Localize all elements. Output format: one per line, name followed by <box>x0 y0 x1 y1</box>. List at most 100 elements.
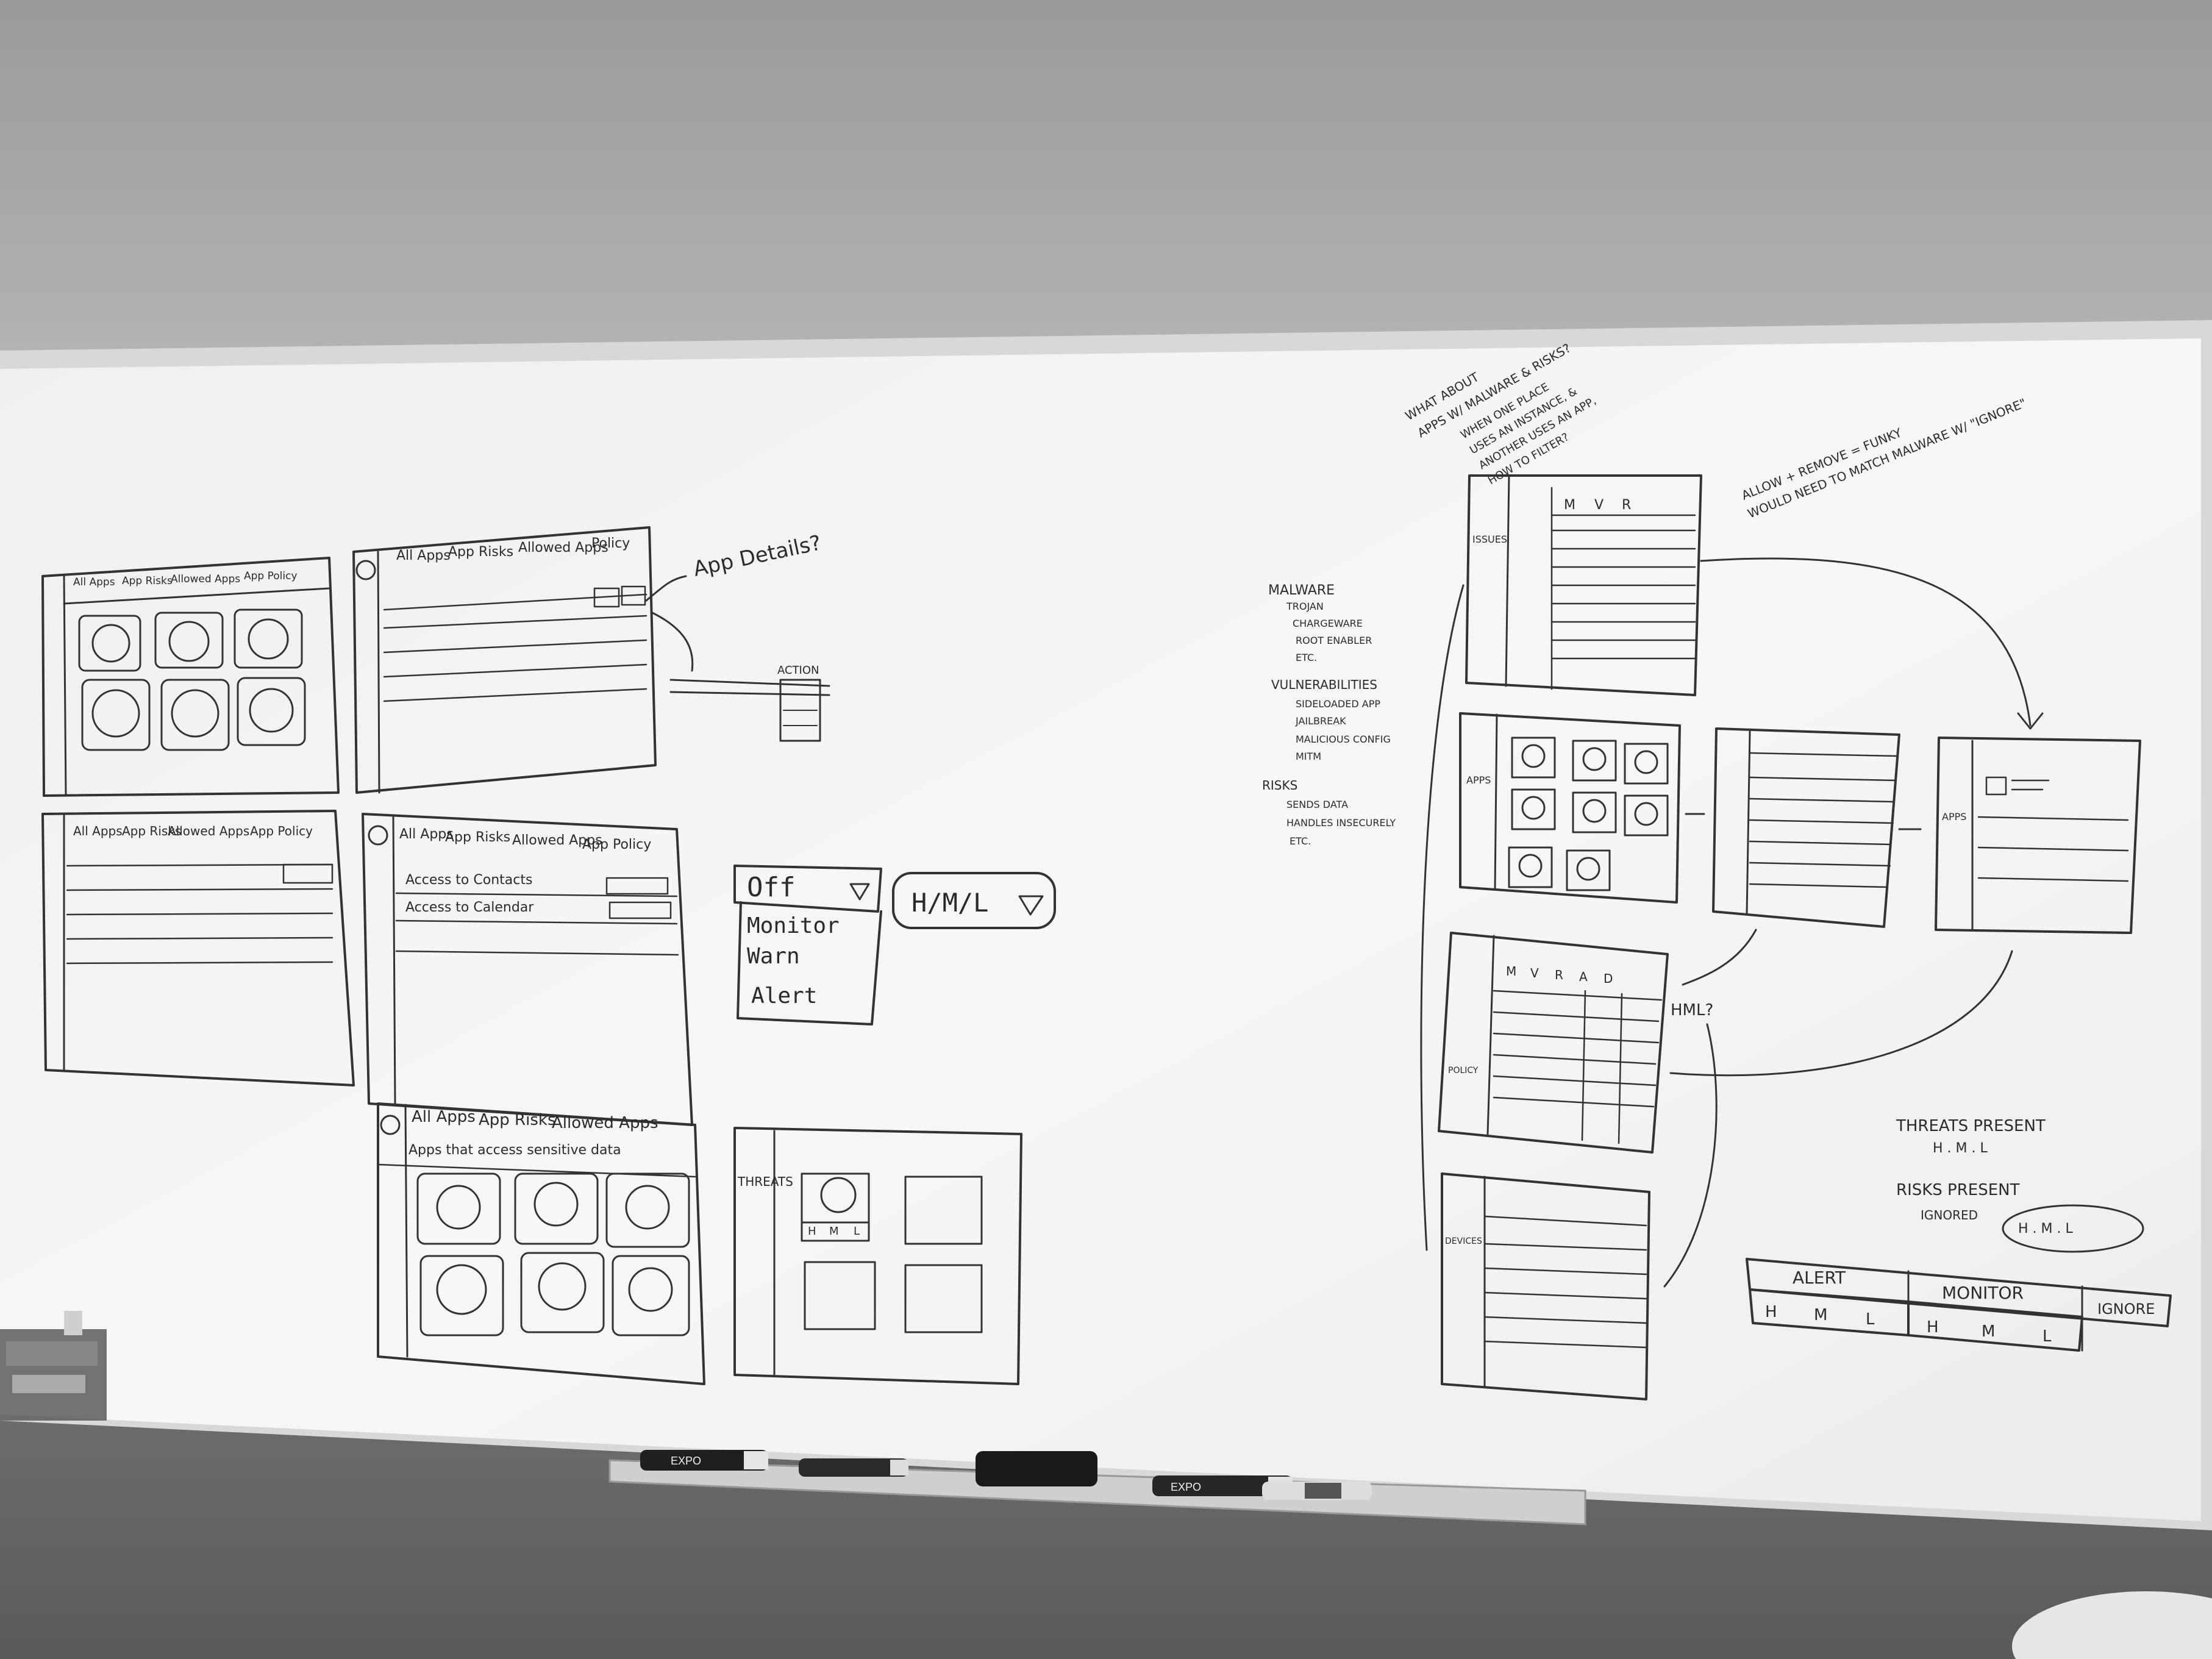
marker-1 <box>640 1450 768 1471</box>
tab-app-risks-a: App Risks <box>122 575 173 587</box>
level-dropdown-sketch: Off Monitor Warn Alert <box>733 865 882 1026</box>
risks-item-2: HANDLES INSECURELY <box>1286 817 1396 829</box>
tab-allowed-apps-c: Allowed Apps <box>168 824 249 838</box>
tab-allowed-apps-d: Allowed Apps <box>512 833 602 848</box>
summary-notes: THREATS PRESENT H . M . L RISKS PRESENT … <box>1896 1117 2144 1253</box>
risks-present: RISKS PRESENT <box>1896 1181 2020 1199</box>
malware-item-4: ETC. <box>1296 652 1317 663</box>
app-details-annotation: App Details? ACTION <box>645 530 830 742</box>
tab-app-risks-d: App Risks <box>445 830 510 845</box>
tab-allowed-apps-e: Allowed Apps <box>552 1114 658 1132</box>
policy-col-r: R <box>1555 968 1563 982</box>
risks-title: RISKS <box>1262 778 1297 793</box>
ignored-label: IGNORED <box>1921 1208 1978 1222</box>
marker-2 <box>799 1458 908 1477</box>
level-dropdown-selected: Off <box>747 872 795 903</box>
severity-dropdown-sketch: H/M/L <box>892 872 1056 929</box>
wireframe-app-detail: APPS <box>1935 737 2141 934</box>
wireframe-issues: ISSUES M V R <box>1465 474 1702 696</box>
wall-upper <box>0 0 2212 366</box>
row-access-calendar: Access to Calendar <box>405 900 534 915</box>
tab-all-apps-c: All Apps <box>73 824 123 838</box>
tab-app-risks-c: App Risks <box>122 824 181 838</box>
policy-bar-ignore: IGNORE <box>2097 1300 2155 1318</box>
wireframe-app-list <box>1712 727 1900 928</box>
policy-col-v: V <box>1530 966 1539 980</box>
wireframe-threats: THREATS H M L <box>733 1127 1022 1385</box>
tab-app-risks-b: App Risks <box>448 544 513 560</box>
policy-bar: ALERT MONITOR IGNORE H M L H M L <box>1746 1258 2172 1352</box>
malware-item-3: ROOT ENABLER <box>1296 635 1372 646</box>
tab-app-policy-c: App Policy <box>250 824 313 838</box>
marker-4 <box>1262 1482 1372 1500</box>
tab-allowed-apps-a: Allowed Apps <box>171 573 240 585</box>
chair <box>2012 1591 2212 1659</box>
side-holder <box>0 1311 107 1421</box>
severity-dropdown-selected: H/M/L <box>912 888 988 918</box>
monitor-level-m: M <box>1982 1322 1995 1341</box>
alert-level-m: M <box>1814 1306 1827 1324</box>
issues-col-m: M <box>1564 498 1575 513</box>
apps-label: APPS <box>1466 774 1491 786</box>
alert-level-l: L <box>1866 1310 1875 1329</box>
risks-item-3: ETC. <box>1290 835 1311 847</box>
threats-present: THREATS PRESENT <box>1896 1117 2046 1135</box>
vulnerabilities-title: VULNERABILITIES <box>1271 677 1377 692</box>
tab-allowed-apps-b: Allowed Apps <box>518 540 608 555</box>
policy-col-m: M <box>1506 964 1516 979</box>
allow-note-2: WOULD NEED TO MATCH MALWARE W/ "IGNORE" <box>1746 396 2028 521</box>
tab-app-policy-a: App Policy <box>244 570 298 582</box>
tab-all-apps-d: All Apps <box>399 827 454 842</box>
detail-apps-label: APPS <box>1942 811 1966 822</box>
issues-col-r: R <box>1622 498 1631 513</box>
hml-question: HML? <box>1671 1001 1713 1019</box>
policy-bar-monitor: MONITOR <box>1942 1283 2024 1303</box>
wireframe-app-risks-table: All Apps App Risks Allowed Apps Policy <box>352 526 657 794</box>
row-access-contacts: Access to Contacts <box>405 872 532 888</box>
issues-col-v: V <box>1594 498 1604 513</box>
level-option-warn: Warn <box>747 944 800 969</box>
vuln-item-1: SIDELOADED APP <box>1296 698 1380 710</box>
wireframe-devices: DEVICES <box>1441 1172 1650 1400</box>
wireframe-all-apps-grid: All Apps App Risks Allowed Apps App Poli… <box>41 557 340 797</box>
tab-all-apps-a: All Apps <box>73 576 115 588</box>
wireframe-allowed-apps-table: All Apps App Risks Allowed Apps App Poli… <box>41 810 355 1086</box>
issues-label: ISSUES <box>1472 533 1507 545</box>
eraser <box>976 1451 1097 1486</box>
threats-hml-l: L <box>854 1225 860 1238</box>
policy-label: POLICY <box>1448 1066 1479 1076</box>
policy-bar-alert: ALERT <box>1793 1268 1846 1288</box>
taxonomy-list: MALWARE TROJAN CHARGEWARE ROOT ENABLER E… <box>1262 583 1396 847</box>
policy-col-a: A <box>1579 969 1588 984</box>
threats-label: THREATS <box>737 1174 793 1189</box>
marker-label-1: EXPO <box>671 1455 701 1467</box>
tab-app-risks-e: App Risks <box>479 1111 556 1129</box>
subtitle-sensitive-apps: Apps that access sensitive data <box>409 1143 621 1158</box>
action-header: ACTION <box>777 664 819 677</box>
risks-item-1: SENDS DATA <box>1286 799 1348 810</box>
threats-present-levels: H . M . L <box>1933 1141 1988 1156</box>
malware-title: MALWARE <box>1268 583 1335 598</box>
vuln-item-2: JAILBREAK <box>1295 715 1346 727</box>
app-details-note: App Details? <box>691 530 824 581</box>
question-notes: WHAT ABOUT APPS W/ MALWARE & RISKS? WHEN… <box>1403 340 2028 521</box>
marker-label-3: EXPO <box>1171 1481 1201 1493</box>
wireframe-policy: POLICY M V R A D HML? <box>1438 932 1713 1154</box>
wireframe-apps-grid: APPS <box>1459 712 1681 904</box>
wireframe-sensitive-apps: All Apps App Risks Allowed Apps Apps tha… <box>377 1102 705 1385</box>
risks-present-levels: H . M . L <box>2018 1221 2073 1236</box>
tab-policy-b: Policy <box>591 536 630 551</box>
level-option-alert: Alert <box>751 983 817 1008</box>
wireframe-app-policy: All Apps App Risks Allowed Apps App Poli… <box>362 813 693 1126</box>
monitor-level-l: L <box>2043 1327 2052 1346</box>
devices-label: DEVICES <box>1445 1236 1482 1246</box>
flow-arrows <box>1420 557 2044 1288</box>
monitor-level-h: H <box>1927 1318 1939 1336</box>
level-option-monitor: Monitor <box>747 913 840 938</box>
malware-item-2: CHARGEWARE <box>1293 618 1363 629</box>
malware-item-1: TROJAN <box>1286 601 1324 612</box>
alert-level-h: H <box>1765 1303 1777 1321</box>
tab-app-policy-d: App Policy <box>582 837 651 852</box>
threats-hml-m: M <box>829 1225 839 1238</box>
